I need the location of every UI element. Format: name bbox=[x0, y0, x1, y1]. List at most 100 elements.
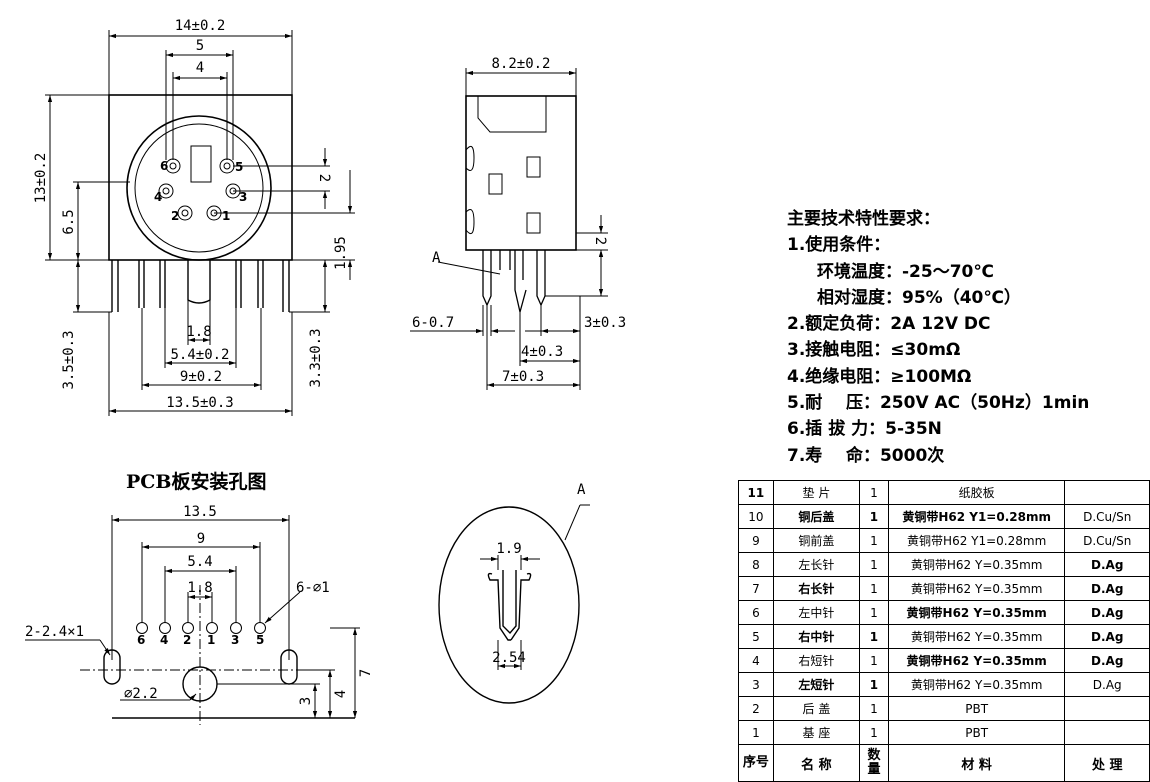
pcb-title: PCB板安装孔图 bbox=[126, 470, 266, 493]
front-p9-label: 9±0.2 bbox=[180, 369, 222, 385]
pcb-pin-3: 3 bbox=[231, 633, 239, 647]
bom-cell: 8 bbox=[738, 552, 774, 577]
bom-cell: 4 bbox=[738, 648, 774, 673]
bom-cell bbox=[1064, 696, 1150, 721]
bom-cell: 右长针 bbox=[772, 576, 861, 601]
bom-cell: D.Ag bbox=[1064, 552, 1150, 577]
pcb-pin-holes bbox=[136, 622, 266, 634]
front-pin-3: 3 bbox=[239, 190, 247, 204]
front-pin-6: 6 bbox=[160, 159, 168, 173]
detail-w254-label: 2.54 bbox=[492, 650, 526, 666]
front-p54-label: 5.4±0.2 bbox=[170, 347, 229, 363]
pcb-pin-4: 4 bbox=[160, 633, 168, 647]
front-d195-label: 1.95 bbox=[333, 236, 349, 270]
pcb-pin-2: 2 bbox=[183, 633, 191, 647]
detail-ellipse bbox=[438, 506, 580, 704]
bom-cell: 1 bbox=[859, 576, 889, 601]
side-pins bbox=[482, 250, 546, 313]
bom-cell: 黄铜带H62 Y=0.35mm bbox=[887, 552, 1066, 577]
bom-cell: 1 bbox=[859, 720, 889, 745]
bom-cell: 黄铜带H62 Y=0.35mm bbox=[887, 576, 1066, 601]
front-outer-ring bbox=[126, 115, 272, 261]
bom-cell: PBT bbox=[887, 720, 1066, 745]
bom-cell: 1 bbox=[859, 504, 889, 529]
bom-cell: D.Cu/Sn bbox=[1064, 504, 1150, 529]
side-a-label: A bbox=[432, 250, 441, 266]
bom-cell: 6 bbox=[738, 600, 774, 625]
pcb-slot-label: 2-2.4×1 bbox=[25, 624, 84, 640]
pcb-pin-6: 6 bbox=[137, 633, 145, 647]
front-h65-label: 6.5 bbox=[61, 209, 77, 234]
bom-cell: 垫 片 bbox=[772, 480, 861, 505]
bom-cell bbox=[1064, 480, 1150, 505]
front-pin-2: 2 bbox=[171, 209, 179, 223]
front-d2-label: 2 bbox=[316, 174, 332, 182]
bom-cell: PBT bbox=[887, 696, 1066, 721]
front-view bbox=[45, 30, 355, 416]
side-top-notch bbox=[477, 96, 547, 133]
front-pin-5: 5 bbox=[235, 160, 243, 174]
bom-cell: 左中针 bbox=[772, 600, 861, 625]
bom-cell: 后 盖 bbox=[772, 696, 861, 721]
bom-cell: 9 bbox=[738, 528, 774, 553]
spec-line: 6.插 拔 力：5-35N bbox=[787, 419, 942, 440]
side-a-leader bbox=[437, 261, 501, 275]
pcb-view bbox=[25, 515, 360, 725]
bom-cell: 1 bbox=[859, 696, 889, 721]
bom-cell: 左长针 bbox=[772, 552, 861, 577]
bom-cell: 右短针 bbox=[772, 648, 861, 673]
bom-header-cell: 序号 bbox=[738, 744, 774, 782]
pcb-pin-1: 1 bbox=[207, 633, 215, 647]
bom-cell: 黄铜带H62 Y1=0.28mm bbox=[887, 504, 1066, 529]
front-w5-label: 5 bbox=[196, 38, 204, 54]
bom-cell bbox=[1064, 720, 1150, 745]
spec-line: 3.接触电阻：≤30mΩ bbox=[787, 340, 961, 361]
pcb-h3-label: 3 bbox=[298, 697, 314, 705]
pcb-h7-label: 7 bbox=[358, 669, 374, 677]
side-width-label: 8.2±0.2 bbox=[491, 56, 550, 72]
side-d4-label: 4±0.3 bbox=[521, 344, 563, 360]
bom-header-cell: 名 称 bbox=[772, 744, 861, 782]
bom-cell: D.Ag bbox=[1064, 624, 1150, 649]
spec-line: 相对湿度：95%（40℃） bbox=[817, 287, 1021, 308]
front-pin-1: 1 bbox=[222, 209, 230, 223]
front-body bbox=[108, 94, 293, 261]
front-d33-label: 3.3±0.3 bbox=[308, 328, 324, 387]
pcb-h4-label: 4 bbox=[333, 690, 349, 698]
side-d2-label: 2 bbox=[592, 237, 608, 245]
front-p135-label: 13.5±0.3 bbox=[166, 395, 233, 411]
bom-cell: 11 bbox=[738, 480, 774, 505]
front-legs bbox=[111, 260, 290, 312]
bom-cell: 右中针 bbox=[772, 624, 861, 649]
side-view bbox=[410, 68, 608, 390]
side-d60-label: 6-0.7 bbox=[412, 315, 454, 331]
front-h35-label: 3.5±0.3 bbox=[61, 330, 77, 389]
bom-header-row: 序号名 称数量材 料处 理 bbox=[738, 744, 1150, 782]
side-d7-label: 7±0.3 bbox=[502, 369, 544, 385]
bom-cell: D.Ag bbox=[1064, 600, 1150, 625]
spec-line: 主要技术特性要求： bbox=[787, 209, 940, 229]
detail-contact bbox=[487, 570, 532, 641]
bom-cell: D.Ag bbox=[1064, 576, 1150, 601]
bom-cell: 1 bbox=[859, 672, 889, 697]
spec-line: 环境温度：-25～70℃ bbox=[817, 261, 994, 282]
bom-cell: D.Ag bbox=[1064, 672, 1150, 697]
pcb-boss-label: ⌀2.2 bbox=[124, 686, 158, 702]
spec-line: 2.额定负荷：2A 12V DC bbox=[787, 314, 991, 335]
side-body bbox=[465, 95, 577, 251]
spec-line: 5.耐 压：250V AC（50Hz）1min bbox=[787, 393, 1090, 414]
bom-cell: 黄铜带H62 Y=0.35mm bbox=[887, 624, 1066, 649]
bom-cell: 5 bbox=[738, 624, 774, 649]
bom-cell: 1 bbox=[859, 528, 889, 553]
detail-a-view bbox=[438, 504, 590, 704]
pcb-w9-label: 9 bbox=[197, 531, 205, 547]
bom-cell: 黄铜带H62 Y=0.35mm bbox=[887, 672, 1066, 697]
bom-cell: 7 bbox=[738, 576, 774, 601]
